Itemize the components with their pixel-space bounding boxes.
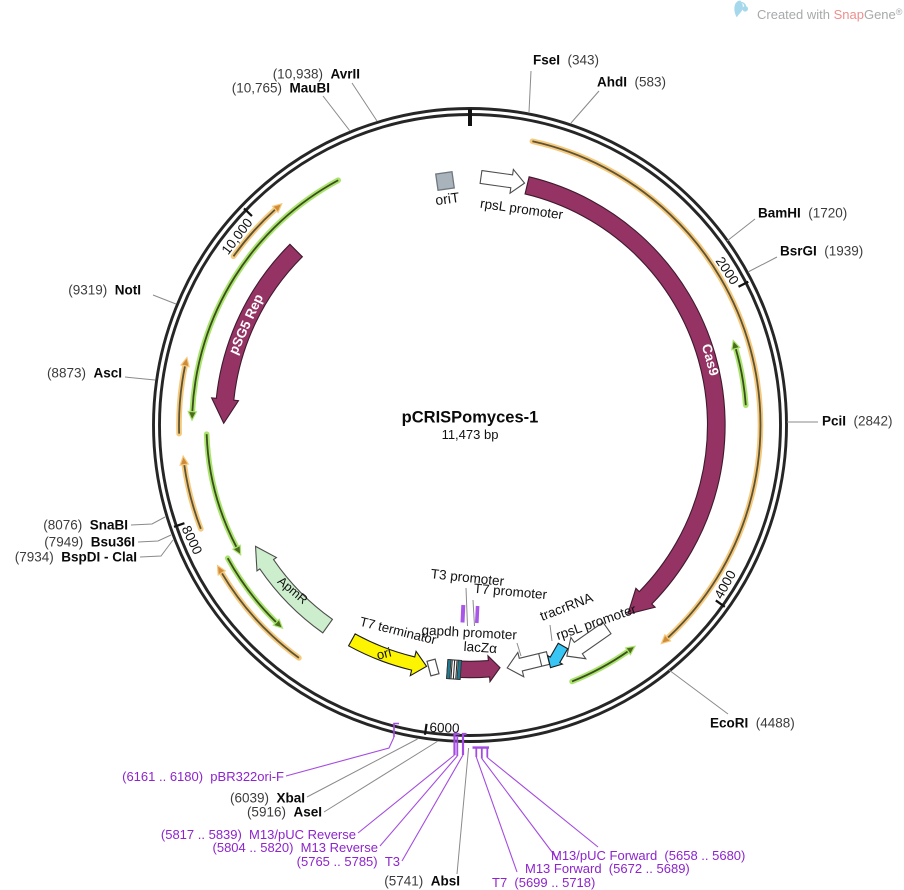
svg-text:(10,938) AvrII: (10,938) AvrII bbox=[273, 67, 360, 82]
svg-text:(7949) Bsu36I: (7949) Bsu36I bbox=[44, 535, 135, 550]
svg-text:BamHI (1720): BamHI (1720) bbox=[758, 206, 847, 221]
svg-text:T7 promoter: T7 promoter bbox=[473, 581, 548, 602]
svg-text:lacZα: lacZα bbox=[463, 639, 497, 656]
svg-text:gapdh promoter: gapdh promoter bbox=[421, 623, 517, 643]
svg-text:(6039) XbaI: (6039) XbaI bbox=[230, 791, 305, 806]
svg-text:(8873) AscI: (8873) AscI bbox=[47, 366, 122, 381]
svg-text:(5741) AbsI: (5741) AbsI bbox=[384, 874, 460, 889]
svg-text:AhdI (583): AhdI (583) bbox=[597, 75, 666, 90]
svg-text:(6161 .. 6180) pBR322ori-F: (6161 .. 6180) pBR322ori-F bbox=[122, 769, 284, 784]
svg-text:(7934) BspDI - ClaI: (7934) BspDI - ClaI bbox=[15, 550, 137, 565]
svg-text:(5765 .. 5785) T3: (5765 .. 5785) T3 bbox=[297, 854, 400, 869]
svg-text:pCRISPomyces-1: pCRISPomyces-1 bbox=[402, 409, 539, 427]
svg-text:(5817 .. 5839) M13/pUC Revers: (5817 .. 5839) M13/pUC Reverse bbox=[161, 827, 356, 842]
svg-text:oriT: oriT bbox=[434, 189, 461, 208]
svg-text:M13/pUC Forward (5658 .. 5680: M13/pUC Forward (5658 .. 5680) bbox=[551, 848, 745, 863]
svg-text:BsrGI (1939): BsrGI (1939) bbox=[780, 244, 863, 259]
svg-text:11,473 bp: 11,473 bp bbox=[442, 427, 499, 442]
svg-text:(10,765) MauBI: (10,765) MauBI bbox=[232, 81, 330, 96]
svg-text:(5804 .. 5820) M13 Reverse: (5804 .. 5820) M13 Reverse bbox=[213, 840, 378, 855]
svg-text:FseI (343): FseI (343) bbox=[533, 53, 599, 68]
svg-text:ori: ori bbox=[375, 645, 393, 663]
svg-text:6000: 6000 bbox=[429, 720, 459, 736]
svg-text:EcoRI (4488): EcoRI (4488) bbox=[710, 716, 795, 731]
svg-text:PciI (2842): PciI (2842) bbox=[822, 414, 893, 429]
svg-text:(8076) SnaBI: (8076) SnaBI bbox=[43, 518, 128, 533]
svg-text:Created with SnapGene®: Created with SnapGene® bbox=[757, 7, 903, 22]
svg-text:T7 (5699 .. 5718): T7 (5699 .. 5718) bbox=[492, 875, 595, 890]
svg-text:(9319) NotI: (9319) NotI bbox=[68, 283, 141, 298]
svg-text:(5916) AseI: (5916) AseI bbox=[247, 805, 322, 820]
svg-text:M13 Forward (5672 .. 5689): M13 Forward (5672 .. 5689) bbox=[525, 861, 690, 876]
